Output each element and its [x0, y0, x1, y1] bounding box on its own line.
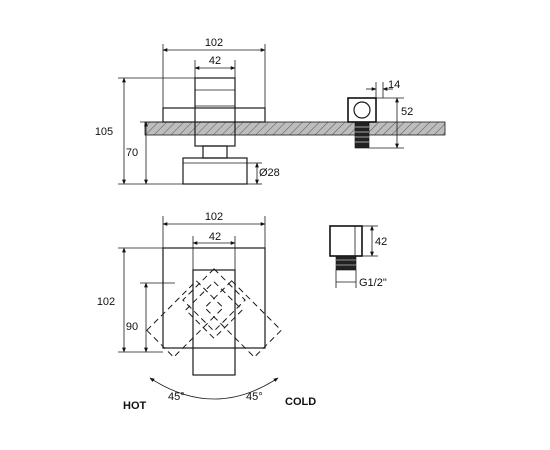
wall-section: [144, 121, 446, 136]
dim-front-width-overall: 102: [205, 211, 223, 223]
front-plate: [162, 247, 266, 349]
dim-top-width-overall: 102: [205, 37, 223, 49]
label-cold: COLD: [285, 396, 316, 408]
front-view: 102 42 102 90 HOT 45° 45° COLD: [97, 211, 316, 412]
dim-top-height-below: 70: [126, 147, 138, 159]
handle-rect: [192, 269, 236, 376]
dim-top-height-total: 105: [95, 126, 113, 138]
dim-connector-height: 42: [375, 236, 387, 248]
connector-thread: [354, 121, 370, 149]
rotation-arc: [149, 377, 279, 400]
dim-front-height-total: 102: [97, 296, 115, 308]
side-detail: 14 52: [347, 79, 413, 149]
handle-rotations: [146, 268, 282, 358]
angle-left: 45°: [168, 391, 185, 403]
connector-thread-bottom: [335, 255, 357, 271]
escutcheon-plate: [162, 107, 266, 123]
valve-stem: [202, 145, 228, 159]
dim-top-width-handle: 42: [209, 55, 221, 67]
thread-spec: G1/2": [359, 277, 387, 289]
side-view: 102 42 105 70 Ø28: [95, 37, 446, 185]
angle-right: 45°: [246, 391, 263, 403]
dim-front-width-handle: 42: [209, 231, 221, 243]
dim-flange-diameter: Ø28: [259, 167, 280, 179]
dim-detail-width: 14: [388, 79, 400, 91]
connector-bore: [353, 101, 371, 119]
valve-handle: [182, 157, 248, 185]
connector-detail: 42 G1/2": [329, 225, 387, 289]
connector-body: [329, 225, 363, 257]
dim-detail-height: 52: [401, 106, 413, 118]
valve-body: [194, 77, 236, 147]
label-hot: HOT: [123, 400, 147, 412]
dim-front-height-inner: 90: [126, 321, 138, 333]
